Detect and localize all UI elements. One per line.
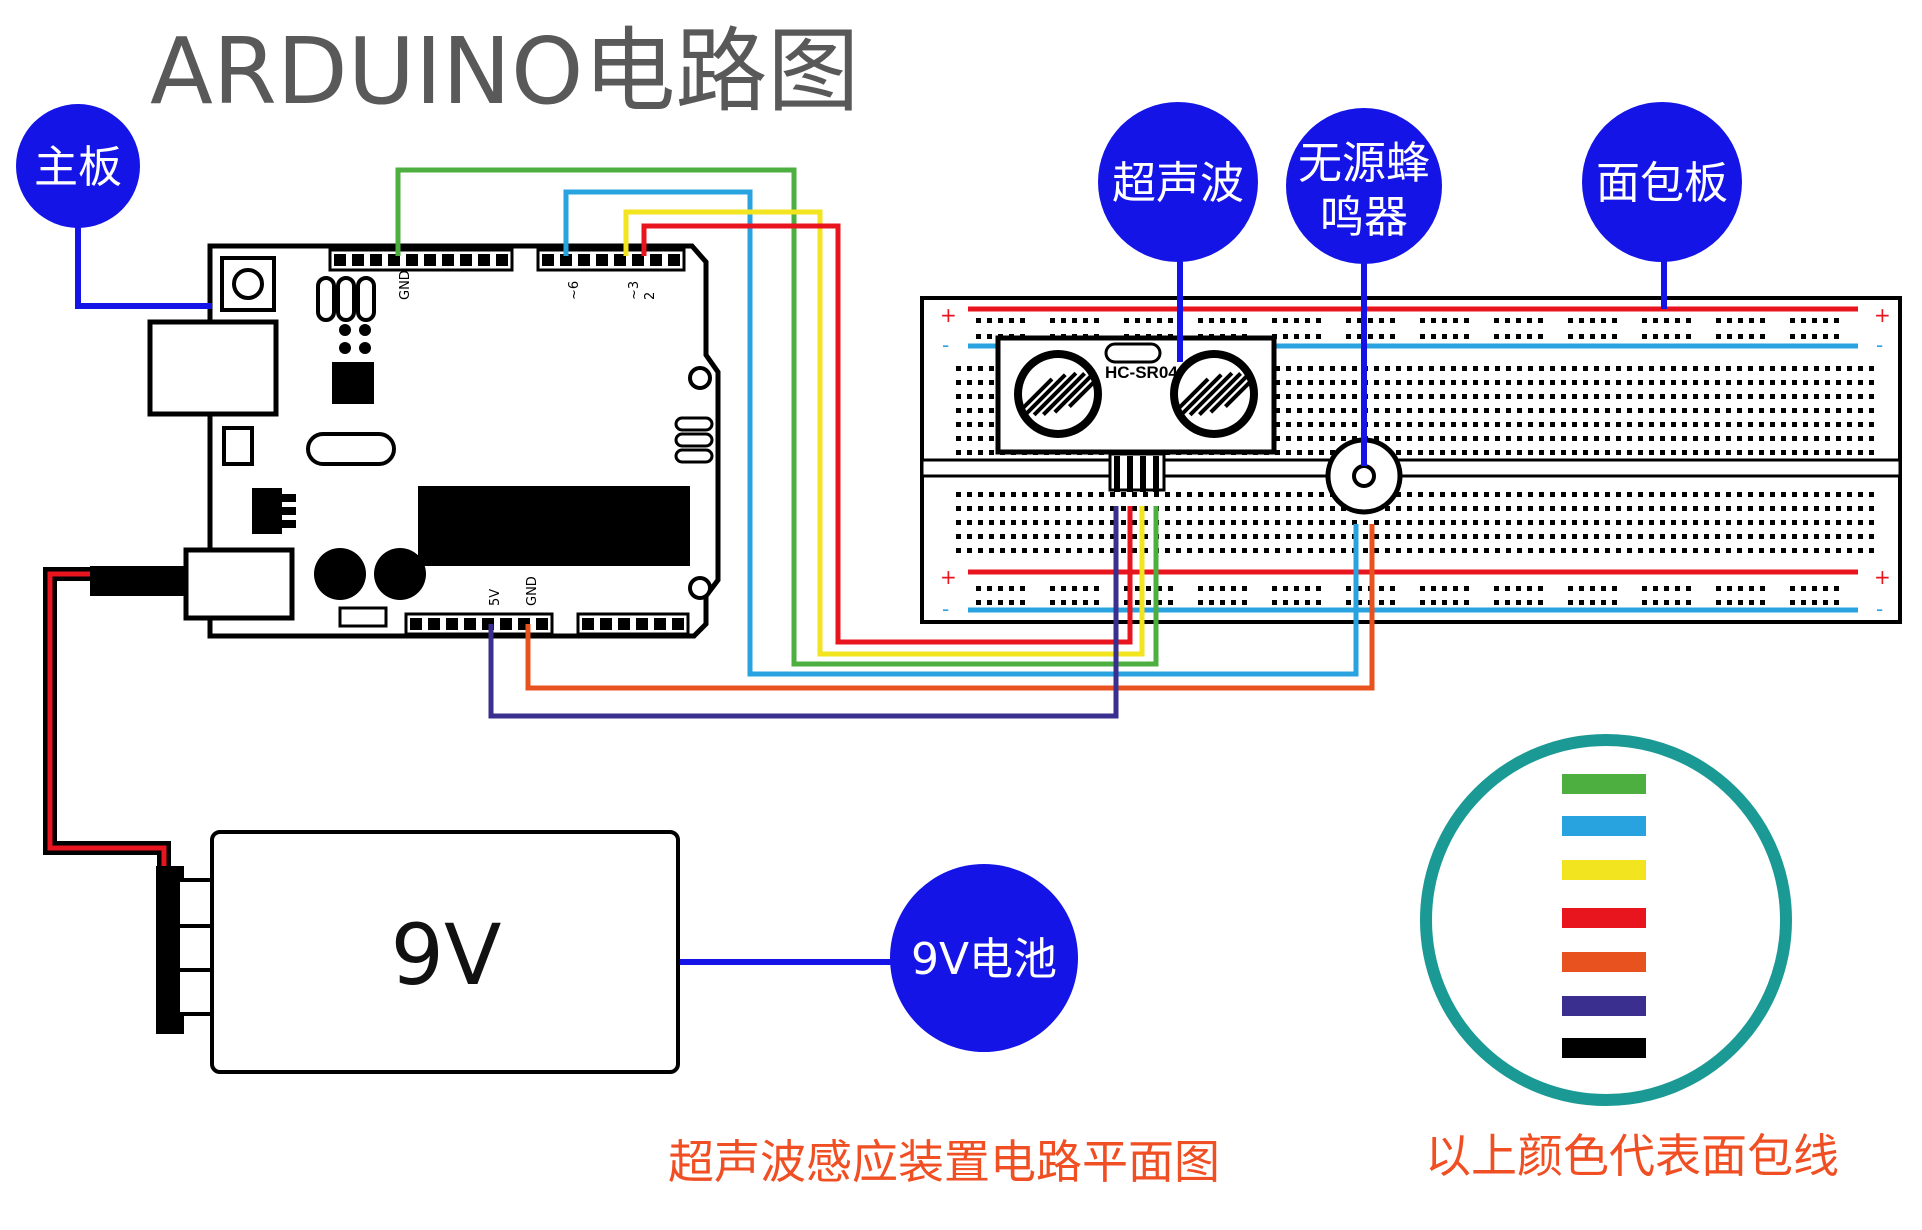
wire-green — [395, 167, 1159, 667]
caption-legend: 以上颜色代表面包线 — [1425, 1129, 1839, 1183]
pin-label-3: ~3 — [627, 281, 642, 300]
ultrasonic-sensor: HC-SR04 — [995, 335, 1277, 492]
wire-red — [641, 223, 1133, 645]
ultrasonic-label: 超声波 — [1112, 158, 1244, 209]
led-ovals — [316, 276, 376, 354]
legend-ring — [1420, 734, 1792, 1106]
usb-port — [147, 319, 279, 417]
bottom-pin-header — [576, 612, 690, 636]
battery: 9V — [156, 830, 680, 1074]
breadboard-bubble — [1582, 102, 1742, 262]
sensor-model-label: HC-SR04 — [1105, 363, 1178, 382]
rail-minus-sign: - — [1876, 333, 1883, 357]
pin-label-6: ~6 — [567, 281, 582, 300]
buzzer-label-line1: 无源蜂 — [1298, 138, 1430, 189]
arduino-board: GND ~6 ~3 2 5V GND — [90, 243, 721, 639]
wire-blue — [563, 189, 1359, 677]
buzzer-bubble — [1286, 108, 1442, 264]
wires — [43, 167, 1375, 874]
sensor-crystal — [1104, 342, 1162, 364]
rail-minus-sign: - — [942, 333, 949, 357]
rail-plus-sign: + — [1874, 565, 1891, 589]
pin-label-gnd-bottom: GND — [525, 576, 540, 606]
top-pin-header — [328, 248, 514, 272]
voltage-regulator — [252, 488, 296, 534]
battery-voltage-label: 9V — [391, 906, 502, 1004]
microcontroller-chip — [418, 486, 690, 566]
wire-orange — [525, 524, 1375, 691]
page-title: ARDUINO电路图 — [150, 18, 859, 125]
label-callouts: 主板 超声波 无源蜂 鸣器 面包板 9V电池 — [16, 102, 1742, 1052]
wire-purple — [488, 506, 1119, 719]
capacitor — [374, 548, 426, 600]
legend-swatch-green — [1562, 774, 1646, 794]
buzzer-label-line2: 鸣器 — [1320, 192, 1408, 243]
top-pin-header — [536, 248, 686, 272]
dc-power-jack — [90, 547, 295, 621]
legend-swatch-black — [1562, 1038, 1646, 1058]
rail-minus-sign: - — [942, 597, 949, 621]
pin-label-gnd-top: GND — [398, 270, 413, 300]
wire-yellow — [623, 209, 1145, 657]
crystal — [306, 432, 396, 466]
battery-label: 9V电池 — [911, 934, 1057, 985]
ultrasonic-bubble — [1098, 102, 1258, 262]
rail-plus-sign: + — [940, 303, 957, 327]
legend-swatch-blue — [1562, 816, 1646, 836]
battery-bubble — [890, 864, 1078, 1052]
breadboard: + + - - + + - - — [920, 296, 1902, 624]
small-chip — [332, 362, 374, 404]
rail-plus-sign: + — [1874, 303, 1891, 327]
breadboard-label: 面包板 — [1596, 158, 1728, 209]
rail-plus-sign: + — [940, 565, 957, 589]
capacitor — [314, 548, 366, 600]
battery-lead-red — [47, 571, 167, 874]
mainboard-label: 主板 — [34, 142, 122, 193]
caption-circuit-plan: 超声波感应装置电路平面图 — [668, 1135, 1220, 1189]
breadboard-divider — [920, 458, 1902, 478]
wire-color-legend — [1420, 734, 1792, 1106]
rail-minus-sign: - — [1876, 597, 1883, 621]
legend-swatch-purple — [1562, 996, 1646, 1016]
legend-swatch-orange — [1562, 952, 1646, 972]
legend-swatch-red — [1562, 908, 1646, 928]
legend-swatch-yellow — [1562, 860, 1646, 880]
battery-body — [210, 830, 680, 1074]
battery-lead-black — [43, 567, 171, 874]
pin-label-5v: 5V — [488, 589, 503, 606]
pin-label-2: 2 — [643, 292, 658, 300]
mainboard-bubble — [16, 104, 140, 228]
